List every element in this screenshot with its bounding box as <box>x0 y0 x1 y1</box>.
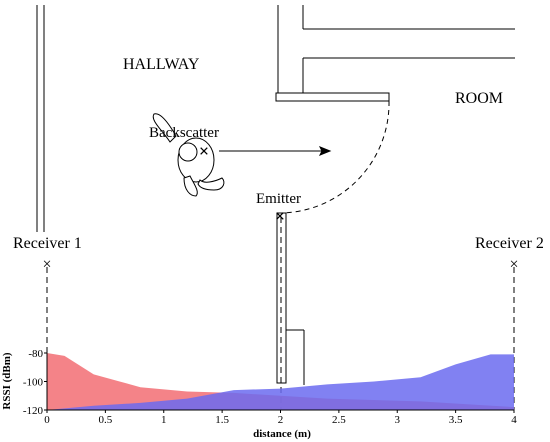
emitter-marker: × <box>275 206 285 226</box>
floorplan-walls <box>36 5 515 410</box>
y-tick-label: -100 <box>23 377 44 389</box>
room-label: ROOM <box>455 90 503 107</box>
x-tick-label: 1.5 <box>215 414 229 426</box>
person-icon <box>152 113 225 197</box>
x-axis-title: distance (m) <box>253 428 311 440</box>
receiver2-marker: × <box>509 256 518 273</box>
receiver1-label: Receiver 1 <box>13 235 82 252</box>
chart-series-areas <box>47 353 514 410</box>
x-tick-label: 2.5 <box>332 414 346 426</box>
emitter-label: Emitter <box>256 191 301 207</box>
x-tick-label: 2 <box>278 414 284 426</box>
y-axis-title: RSSI (dBm) <box>1 352 13 409</box>
rssi-chart: -80 -100 -120 0 0.5 1 1.5 2 2.5 3 3.5 4 distance (… <box>1 348 517 440</box>
series-area-1 <box>47 353 514 410</box>
receiver2-label: Receiver 2 <box>475 235 544 252</box>
x-tick-label: 0 <box>44 414 50 426</box>
x-tick-label: 1 <box>161 414 167 426</box>
x-tick-label: 3.5 <box>449 414 463 426</box>
series-area-2 <box>47 354 514 410</box>
receiver1-marker: × <box>42 256 51 273</box>
y-tick-label: -80 <box>28 348 43 360</box>
door-frame <box>275 92 390 102</box>
backscatter-marker: × <box>199 141 209 161</box>
hallway-label: HALLWAY <box>123 56 200 73</box>
x-tick-label: 0.5 <box>99 414 113 426</box>
movement-arrow <box>219 146 332 156</box>
backscatter-label: Backscatter <box>149 125 219 141</box>
x-tick-label: 4 <box>511 414 517 426</box>
x-tick-label: 3 <box>395 414 401 426</box>
y-tick-labels: -80 -100 -120 <box>23 348 47 417</box>
x-tick-labels: 0 0.5 1 1.5 2 2.5 3 3.5 4 <box>44 410 517 426</box>
y-tick-label: -120 <box>23 405 44 417</box>
